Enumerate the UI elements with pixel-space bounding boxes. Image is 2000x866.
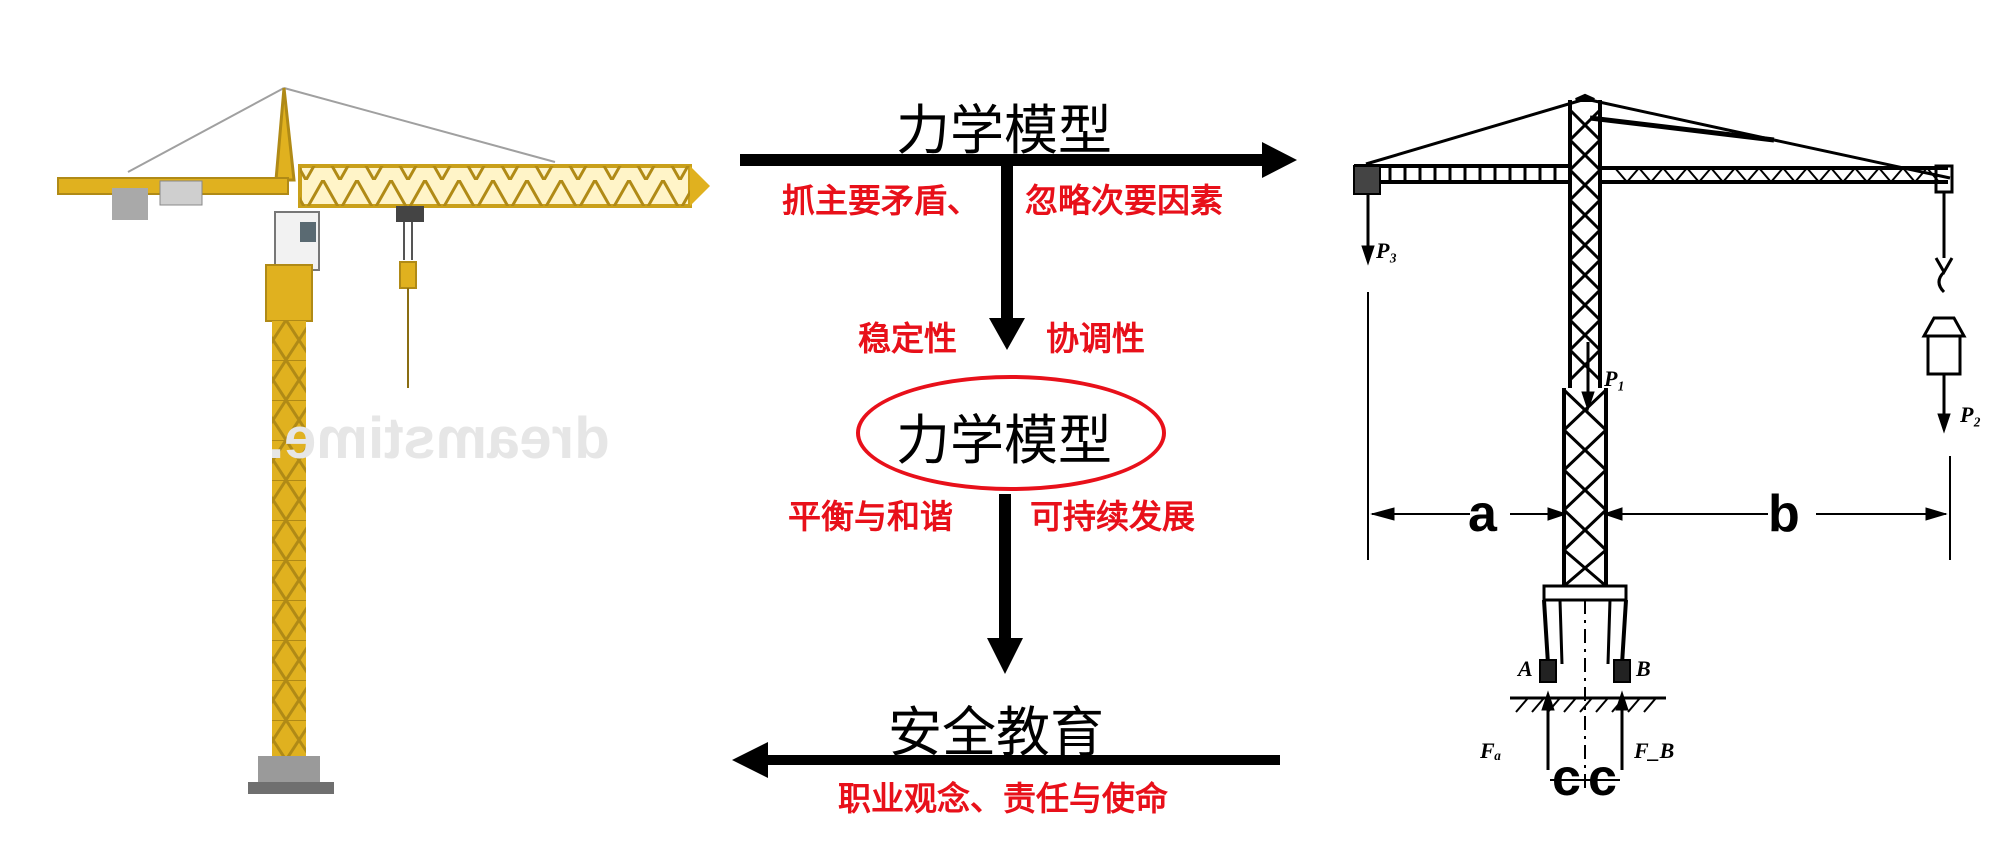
top-subtitle-right: 忽略次要因素 — [1025, 181, 1223, 220]
bottom-left-arrowhead — [732, 742, 768, 778]
coordination-label: 协调性 — [1046, 319, 1145, 358]
down-arrow-lower-head — [987, 638, 1023, 674]
dimension-c-left-label: c — [1552, 749, 1581, 807]
top-subtitle-left: 抓主要矛盾、 — [782, 181, 980, 220]
top-right-arrowhead — [1262, 142, 1297, 178]
reaction-fa-label: Fₐ — [1480, 738, 1502, 763]
load-p2-label: P₂ — [1960, 402, 1982, 427]
top-title: 力学模型 — [896, 99, 1112, 162]
support-b-label: B — [1636, 656, 1651, 681]
balance-harmony-label: 平衡与和谐 — [788, 497, 953, 536]
stability-label: 稳定性 — [858, 319, 957, 358]
tower-crane-photo — [57, 87, 710, 794]
down-arrow-upper-head — [989, 318, 1025, 350]
circled-model-title: 力学模型 — [896, 409, 1112, 472]
bottom-subtitle: 职业观念、责任与使命 — [838, 779, 1168, 818]
load-p3-label: P₃ — [1376, 238, 1398, 263]
dimension-c-right-label: c — [1588, 749, 1617, 807]
sustainable-development-label: 可持续发展 — [1030, 497, 1195, 536]
bottom-title: 安全教育 — [888, 701, 1104, 764]
support-a-label: A — [1518, 656, 1533, 681]
dimension-a-label: a — [1468, 485, 1497, 543]
dimension-b-label: b — [1768, 485, 1800, 543]
model-ellipse — [856, 375, 1166, 491]
reaction-fb-label: F_B — [1634, 738, 1675, 763]
load-p1-label: P₁ — [1604, 366, 1626, 391]
